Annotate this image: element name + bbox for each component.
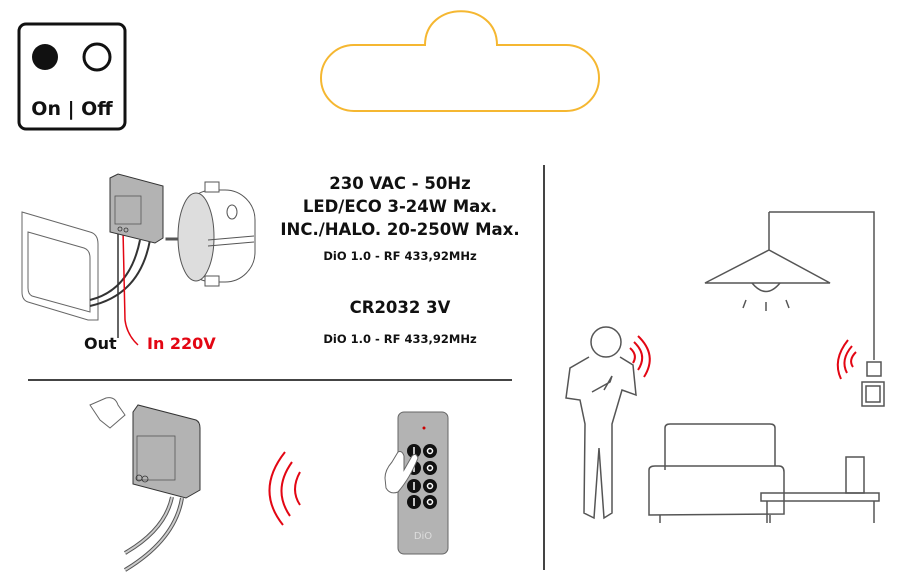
- spec-voltage: 230 VAC - 50Hz: [329, 174, 471, 193]
- person-with-phone-icon: [565, 326, 637, 520]
- finger-press-icon: [384, 451, 419, 494]
- wire-out-label: Out: [84, 334, 117, 353]
- cloud-outline: [320, 10, 600, 112]
- pairing-module: [89, 397, 201, 572]
- module-wires: [89, 229, 151, 346]
- spec-rf-module: DiO 1.0 - RF 433,92MHz: [323, 249, 477, 263]
- switch-signal-waves-icon: [836, 339, 857, 380]
- wire-in-label: In 220V: [147, 334, 216, 353]
- remote-control: [384, 411, 449, 555]
- wall-switch-plate: [21, 211, 99, 321]
- wall-switch-icon: [866, 361, 882, 377]
- junction-box: [177, 181, 256, 287]
- micro-module: [109, 173, 164, 244]
- coffee-table-icon: [760, 456, 880, 523]
- spec-battery: CR2032 3V: [349, 298, 451, 317]
- sofa-icon: [648, 423, 785, 523]
- on-circle-icon: [32, 44, 58, 70]
- off-circle-icon: [82, 42, 112, 72]
- on-off-label: On | Off: [31, 98, 113, 120]
- spec-led-eco: LED/ECO 3-24W Max.: [302, 197, 498, 216]
- room-scene: [565, 211, 885, 523]
- spec-rf-remote: DiO 1.0 - RF 433,92MHz: [323, 332, 477, 346]
- signal-waves-icon: [268, 451, 301, 526]
- phone-signal-waves-icon: [629, 335, 651, 378]
- spec-inc-halo: INC./HALO. 20-250W Max.: [280, 220, 520, 239]
- on-off-legend: [17, 22, 127, 131]
- remote-brand-logo: DiO: [413, 531, 433, 542]
- ceiling-lamp-icon: [704, 211, 875, 360]
